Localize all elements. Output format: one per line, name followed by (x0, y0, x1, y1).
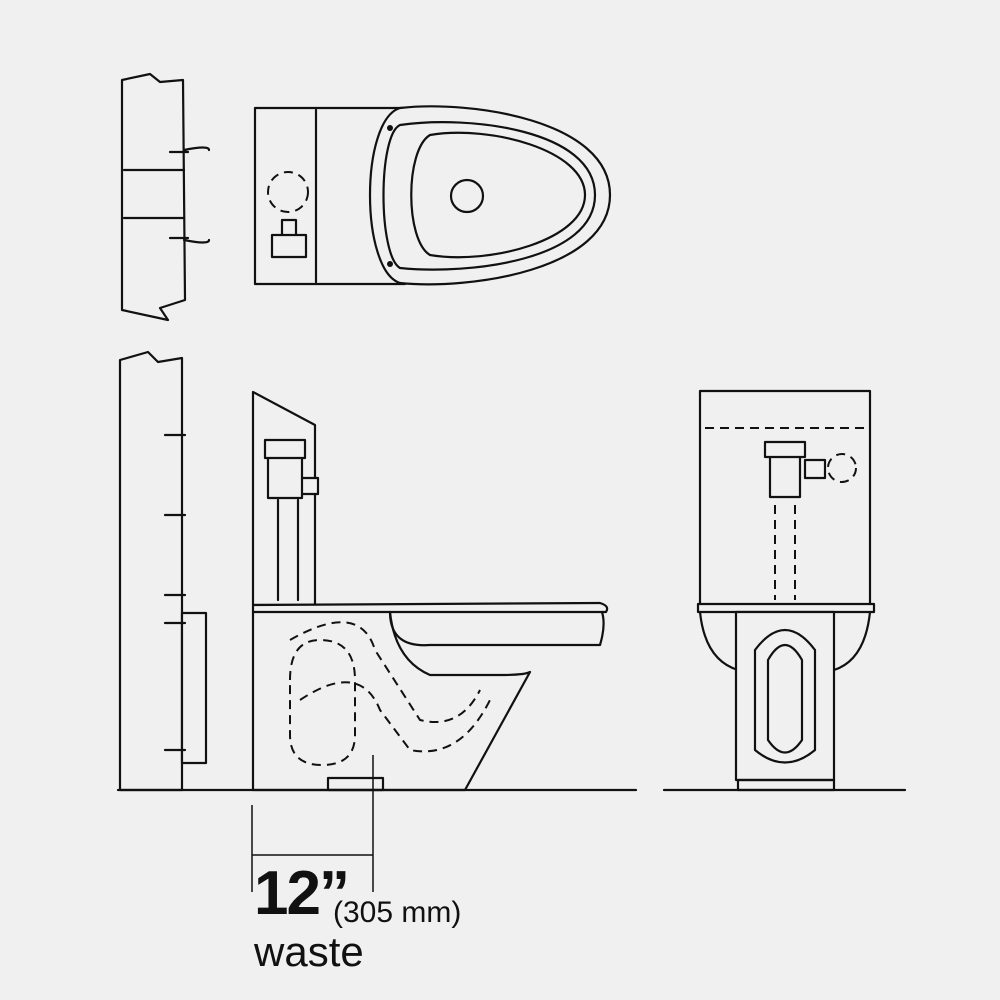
side-wall-bracket (180, 611, 208, 765)
flush-handle-dashed (267, 171, 309, 213)
side-bowl-basin (388, 610, 605, 647)
top-wall-bolt (168, 146, 211, 244)
side-wall-bolts (163, 433, 187, 752)
side-flush-pipe (276, 498, 300, 602)
side-flush-valve (263, 438, 320, 500)
top-view (120, 72, 612, 322)
front-flush-valve (763, 440, 827, 499)
side-bowl-base (251, 610, 532, 792)
rough-in-dimension (251, 755, 374, 892)
front-pedestal (734, 610, 836, 782)
front-trapway (753, 628, 817, 764)
top-bowl-outer (368, 105, 612, 286)
top-drain-hole (449, 178, 485, 214)
front-flush-pipe-dashed (774, 505, 796, 600)
top-bowl-rim (382, 121, 597, 271)
dimension-value: 12” (254, 859, 350, 928)
front-bowl-rim (696, 602, 876, 614)
front-base (736, 778, 836, 792)
dimension-metric: (305 mm) (333, 896, 462, 929)
top-bolt (387, 125, 393, 131)
side-wall-section (118, 350, 184, 792)
side-waste-outlet-dashed (289, 638, 356, 767)
top-flush-valve (270, 218, 308, 259)
side-outlet-flange (326, 776, 385, 792)
top-bolt (387, 261, 393, 267)
side-trapway-dashed (289, 621, 491, 753)
side-view (116, 350, 638, 792)
front-view (662, 389, 907, 792)
top-wall-section (120, 72, 187, 322)
side-bowl-rim (251, 601, 609, 614)
top-bowl-inner (410, 131, 587, 259)
front-bowl-body (698, 610, 872, 672)
front-flush-handle-dashed (827, 453, 857, 483)
dimension-caption: waste (254, 928, 364, 975)
